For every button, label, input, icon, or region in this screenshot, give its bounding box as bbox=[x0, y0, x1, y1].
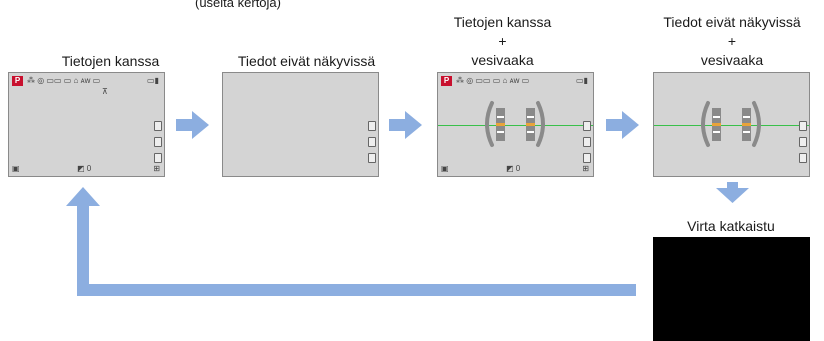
side-icon-2 bbox=[583, 137, 591, 147]
side-icon-2 bbox=[368, 137, 376, 147]
screen-no-info-level bbox=[653, 72, 810, 177]
exposure-comp-icon: ◩ 0 bbox=[77, 164, 92, 173]
exposure-comp-icon: ◩ 0 bbox=[506, 164, 521, 173]
bottom-right-icon: ⊞ bbox=[582, 164, 589, 173]
bottom-right-icon: ⊞ bbox=[153, 164, 160, 173]
side-icon-1 bbox=[368, 121, 376, 131]
caption-with-info-level-line2: vesivaaka bbox=[471, 52, 534, 68]
side-icon-3 bbox=[583, 153, 591, 163]
side-icon-1 bbox=[799, 121, 807, 131]
side-icon-2 bbox=[154, 137, 162, 147]
side-icon-1 bbox=[583, 121, 591, 131]
arrow-down bbox=[716, 182, 749, 203]
arrow-right-3 bbox=[606, 111, 639, 139]
caption-no-info-level-line1: Tiedot eivät näkyvissä bbox=[663, 14, 801, 30]
screen-power-off bbox=[653, 237, 810, 341]
caption-power-off: Virta katkaistu bbox=[687, 218, 775, 234]
arrow-right-2 bbox=[389, 111, 422, 139]
arrow-return-line bbox=[77, 205, 636, 296]
caption-with-info: Tietojen kanssa bbox=[61, 53, 160, 69]
header-fragment: (useita kertoja) bbox=[195, 0, 281, 10]
screen-with-info-level: P ⁂ ◎ ▭▭ ▭ ⌂ ᴀᴡ ▭ ▭▮ ▣ ◩ 0 ⊞ bbox=[437, 72, 594, 177]
side-icon-2 bbox=[799, 137, 807, 147]
caption-no-info-level-line2: vesivaaka bbox=[700, 52, 764, 68]
caption-with-info-level-line1: Tietojen kanssa bbox=[453, 14, 552, 30]
level-line bbox=[654, 125, 809, 126]
caption-no-info-level-plus: + bbox=[727, 33, 737, 49]
mode-badge: P bbox=[12, 76, 23, 86]
top-indicators: ⁂ ◎ ▭▭ ▭ ⌂ ᴀᴡ ▭ bbox=[456, 76, 530, 85]
battery-icon: ▭▮ bbox=[147, 76, 159, 85]
screen-no-info bbox=[222, 72, 379, 177]
caption-with-info-level-plus: + bbox=[498, 33, 507, 49]
side-icon-3 bbox=[368, 153, 376, 163]
arrow-return-head bbox=[66, 187, 100, 206]
top-indicators: ⁂ ◎ ▭▭ ▭ ⌂ ᴀᴡ ▭ bbox=[27, 76, 101, 85]
side-icon-3 bbox=[799, 153, 807, 163]
screen-with-info: P ⁂ ◎ ▭▭ ▭ ⌂ ᴀᴡ ▭ ▭▮ ⊼ ▣ ◩ 0 ⊞ bbox=[8, 72, 165, 177]
bottom-left-icon: ▣ bbox=[441, 164, 449, 173]
side-icon-1 bbox=[154, 121, 162, 131]
side-icon-3 bbox=[154, 153, 162, 163]
arrow-right-1 bbox=[176, 111, 209, 139]
mode-badge: P bbox=[441, 76, 452, 86]
level-line bbox=[438, 125, 593, 126]
stabilizer-icon: ⊼ bbox=[102, 87, 108, 96]
caption-no-info: Tiedot eivät näkyvissä bbox=[237, 53, 376, 69]
battery-icon: ▭▮ bbox=[576, 76, 588, 85]
bottom-left-icon: ▣ bbox=[12, 164, 20, 173]
